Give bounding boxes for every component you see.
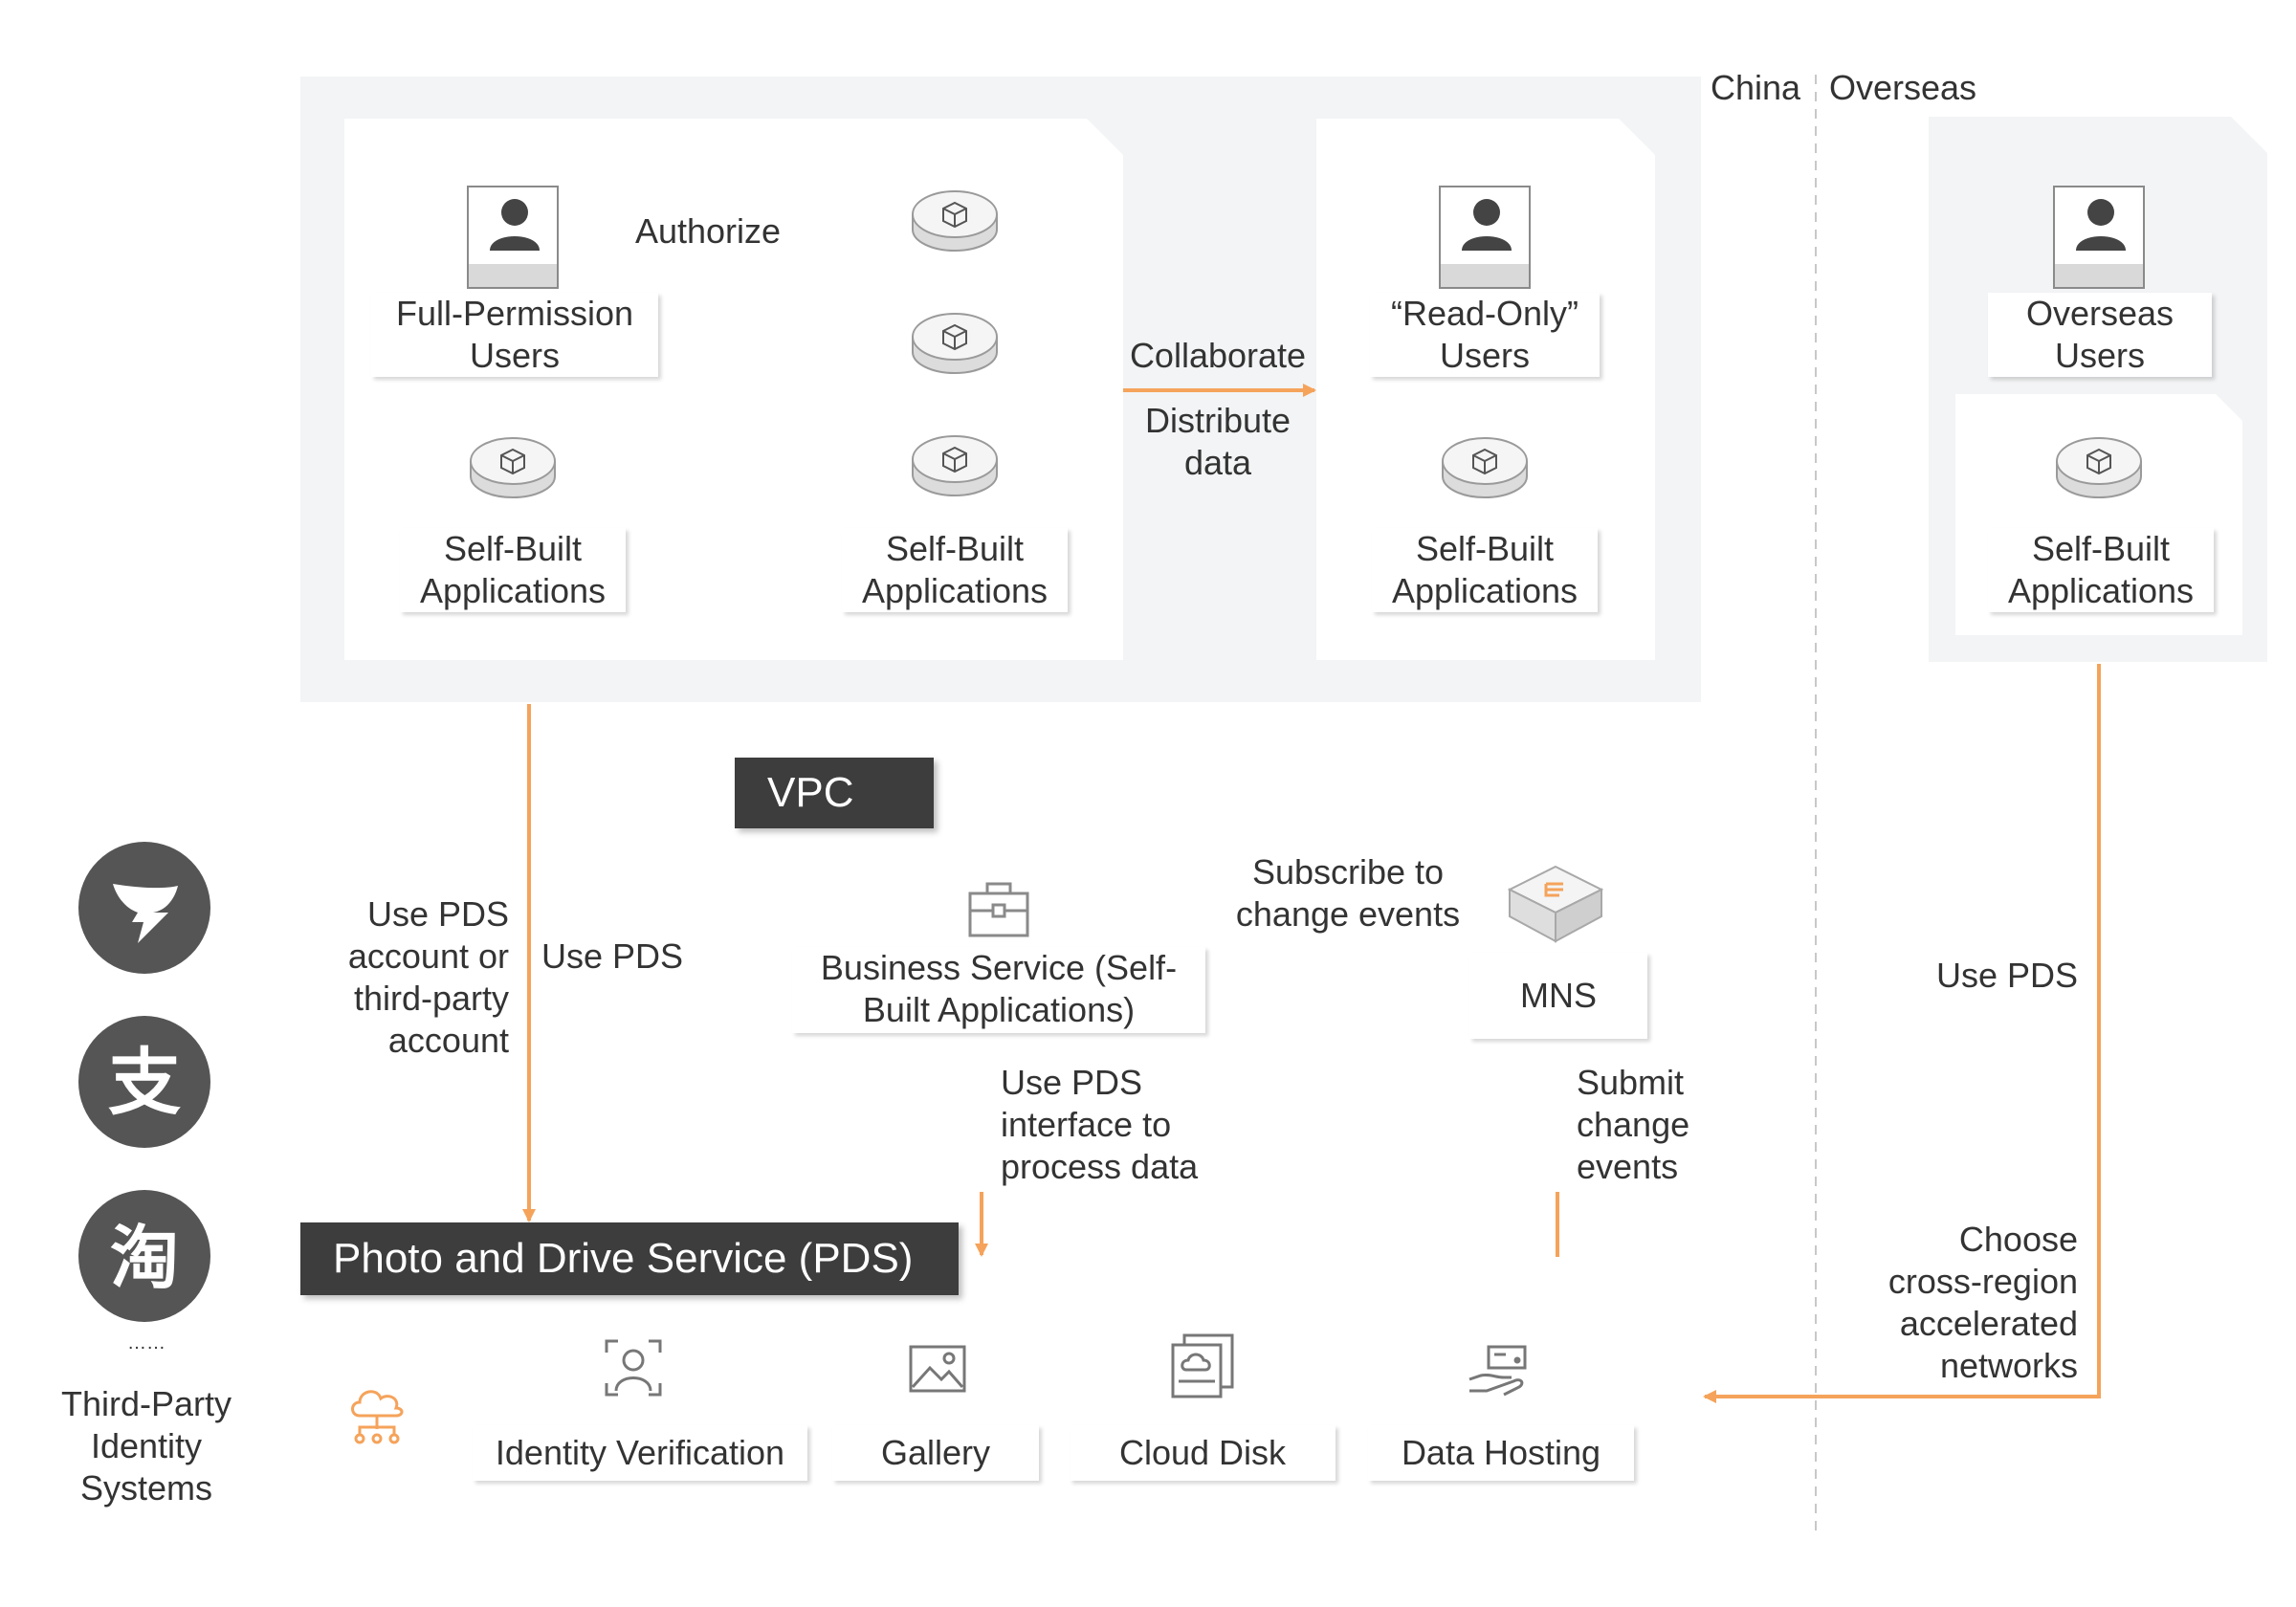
overseas-apps-label: Self-Built Applications [1988,528,2214,612]
more-providers-ellipsis: …… [127,1332,166,1354]
feature-cloud-disk: Cloud Disk [1070,1425,1336,1481]
alipay-icon: 支 [78,1016,210,1148]
cross-region-network-label: Choose cross-region accelerated networks [1888,1220,2078,1385]
overseas-label: Overseas [1829,68,1977,107]
cloud-disk-icon [1169,1332,1236,1398]
pds-title: Photo and Drive Service (PDS) [300,1222,959,1295]
user-icon [1439,186,1531,289]
authorize-label: Authorize [634,211,782,251]
middle-apps-label: Self-Built Applications [842,528,1068,612]
mns-label: MNS [1469,953,1647,1039]
user-icon [467,186,559,289]
application-cylinder-icon [909,182,1001,266]
collaborate-label: Collaborate [1129,336,1307,375]
application-cylinder-icon [909,304,1001,388]
vpc-title: VPC [735,758,934,828]
feature-gallery: Gallery [832,1425,1039,1481]
china-label: China [1711,68,1801,107]
application-cylinder-icon [2053,429,2145,513]
cloud-network-icon [342,1381,411,1450]
left-apps-label: Self-Built Applications [400,528,626,612]
svg-text:淘: 淘 [110,1218,179,1298]
mns-icon [1506,863,1605,951]
overseas-users-label: Overseas Users [1988,293,2212,377]
data-hosting-icon [1466,1343,1533,1397]
gallery-icon [907,1343,968,1397]
taobao-icon: 淘 [78,1190,210,1322]
svg-text:支: 支 [108,1040,181,1125]
application-cylinder-icon [1439,429,1531,513]
identity-verification-icon [603,1337,664,1398]
cross-region-arrow [1703,664,2101,1403]
use-pds-overseas-label: Use PDS [1935,956,2078,995]
feature-data-hosting: Data Hosting [1368,1425,1634,1481]
briefcase-icon [962,872,1035,945]
right-apps-label: Self-Built Applications [1372,528,1598,612]
dingtalk-icon [78,842,210,974]
use-pds-label: Use PDS [541,936,684,976]
read-only-users-label: “Read-Only” Users [1370,293,1600,377]
application-cylinder-icon [909,427,1001,511]
distribute-data-label: Distribute data [1144,401,1292,482]
application-cylinder-icon [467,429,559,513]
feature-identity-verification: Identity Verification [473,1425,807,1481]
full-permission-users-label: Full-Permission Users [371,293,658,377]
use-pds-interface-label: Use PDS interface to process data [1001,1063,1199,1186]
third-party-identity-label: Third-Party Identity Systems [60,1384,232,1508]
subscribe-events-label: Subscribe to change events [1235,852,1461,934]
submit-events-label: Submit change events [1577,1063,1690,1186]
business-service-label: Business Service (Self-Built Application… [792,947,1205,1033]
use-pds-account-label: Use PDS account or third-party account [347,894,509,1060]
user-icon [2053,186,2145,289]
